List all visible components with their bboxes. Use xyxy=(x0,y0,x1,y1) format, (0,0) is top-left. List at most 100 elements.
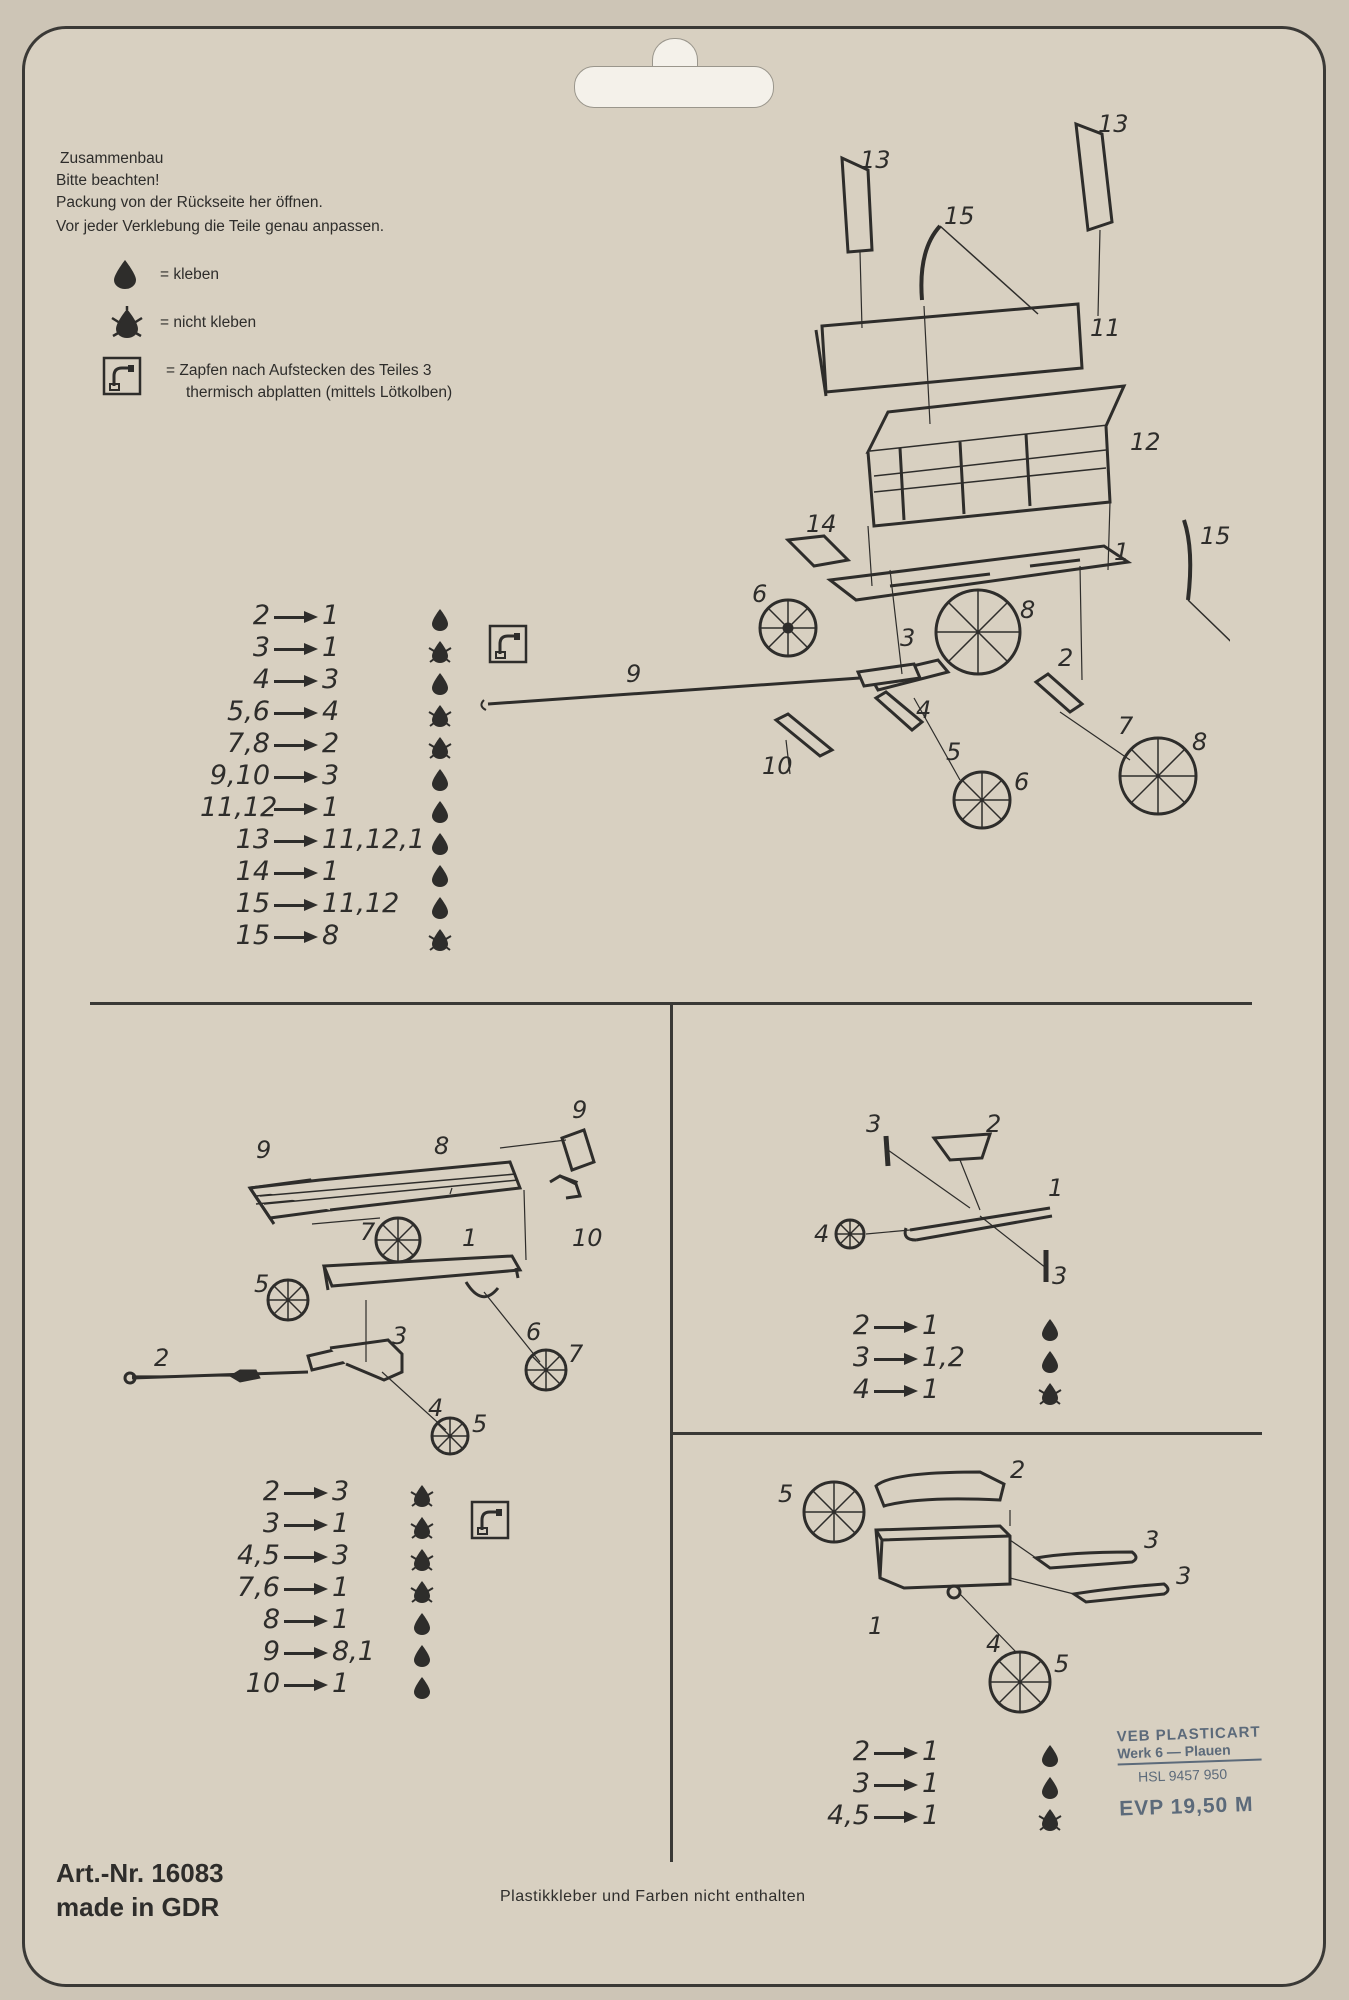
step-part: 5,6 xyxy=(227,696,270,727)
step-symbol xyxy=(410,1542,434,1574)
arrow-right-icon xyxy=(284,1614,328,1628)
step-target: 1 xyxy=(922,1374,940,1405)
step-part: 15 xyxy=(235,920,270,951)
glue-drop-icon xyxy=(414,1612,430,1635)
step-symbol xyxy=(1038,1738,1062,1770)
no-glue-drop-icon xyxy=(410,1516,434,1539)
part-label: 3 xyxy=(1144,1526,1160,1554)
part-label: 10 xyxy=(572,1224,603,1252)
stamp-hsl: HSL 9457 950 xyxy=(1137,1765,1228,1785)
divider-horizontal-right xyxy=(672,1432,1262,1435)
step-part: 2 xyxy=(852,1310,870,1341)
arrow-right-icon xyxy=(874,1810,918,1824)
step-part: 8 xyxy=(262,1604,280,1635)
step-part: 2 xyxy=(262,1476,280,1507)
part-label: 3 xyxy=(900,624,916,652)
part-label: 15 xyxy=(1200,522,1231,550)
legend-heat-label: = Zapfen nach Aufstecken des Teiles 3 xyxy=(166,362,432,379)
part-label: 2 xyxy=(986,1110,1002,1138)
arrow-right-icon xyxy=(274,706,318,720)
step-part: 15 xyxy=(235,888,270,919)
no-glue-drop-icon xyxy=(428,928,452,951)
step-target: 1 xyxy=(332,1508,350,1539)
glue-drop-icon xyxy=(432,896,448,919)
step-part: 9,10 xyxy=(209,760,270,791)
step-symbol xyxy=(428,624,528,666)
part-label: 4 xyxy=(916,696,932,724)
arrow-right-icon xyxy=(874,1352,918,1366)
no-glue-drop-icon xyxy=(410,1580,434,1603)
no-glue-drop-icon xyxy=(428,640,452,663)
made-in: made in GDR xyxy=(56,1892,220,1922)
arrow-right-icon xyxy=(284,1678,328,1692)
part-label: 1 xyxy=(1048,1174,1064,1202)
hang-hole xyxy=(574,66,774,108)
no-glue-drop-icon xyxy=(428,736,452,759)
step-part: 2 xyxy=(852,1736,870,1767)
arrow-right-icon xyxy=(284,1518,328,1532)
step-symbol xyxy=(428,762,452,794)
step-part: 11,12 xyxy=(200,792,278,823)
part-label: 4 xyxy=(986,1630,1002,1658)
part-label: 1 xyxy=(462,1224,478,1252)
glue-drop-icon xyxy=(1042,1350,1058,1373)
instruction-card xyxy=(22,26,1326,1987)
arrow-right-icon xyxy=(874,1746,918,1760)
step-target: 2 xyxy=(322,728,340,759)
part-label: 13 xyxy=(860,146,891,174)
diagram-handcart-exploded xyxy=(834,1132,1053,1282)
heat-flatten-icon xyxy=(102,356,142,396)
step-target: 8,1 xyxy=(332,1636,375,1667)
step-target: 8 xyxy=(322,920,340,951)
part-label: 5 xyxy=(946,738,962,766)
legend-heat-label-2: thermisch abplatten (mittels Lötkolben) xyxy=(186,384,453,401)
glue-drop-icon xyxy=(1042,1744,1058,1767)
no-glue-drop-icon xyxy=(410,1548,434,1571)
glue-drop-icon xyxy=(432,672,448,695)
step-symbol xyxy=(428,730,452,762)
arrow-right-icon xyxy=(274,834,318,848)
article-number: Art.-Nr. 16083 xyxy=(56,1858,224,1888)
part-label: 1 xyxy=(1114,538,1130,566)
arrow-right-icon xyxy=(274,802,318,816)
glue-drop-icon xyxy=(114,260,136,289)
part-label: 5 xyxy=(472,1410,488,1438)
header-open-instructions: Packung von der Rückseite her öffnen. xyxy=(56,194,323,211)
step-symbol xyxy=(1038,1770,1062,1802)
part-label: 14 xyxy=(806,510,837,538)
step-part: 3 xyxy=(852,1768,870,1799)
step-symbol xyxy=(428,602,452,634)
arrow-right-icon xyxy=(284,1646,328,1660)
step-symbol xyxy=(410,1478,434,1510)
arrow-right-icon xyxy=(874,1320,918,1334)
part-label: 7 xyxy=(360,1218,376,1246)
step-target: 1 xyxy=(322,600,340,631)
step-symbol xyxy=(410,1670,434,1702)
step-target: 3 xyxy=(332,1540,350,1571)
part-label: 7 xyxy=(1118,712,1134,740)
glue-drop-icon xyxy=(432,832,448,855)
part-label: 4 xyxy=(428,1394,444,1422)
arrow-right-icon xyxy=(274,770,318,784)
part-label: 10 xyxy=(762,752,793,780)
arrow-right-icon xyxy=(274,898,318,912)
diagram-box-cart-exploded xyxy=(802,1470,1170,1714)
step-symbol xyxy=(410,1500,510,1542)
part-label: 8 xyxy=(434,1132,450,1160)
step-symbol xyxy=(428,890,452,922)
heat-flatten-icon xyxy=(470,1500,510,1540)
glue-drop-icon xyxy=(1042,1776,1058,1799)
arrow-right-icon xyxy=(284,1486,328,1500)
